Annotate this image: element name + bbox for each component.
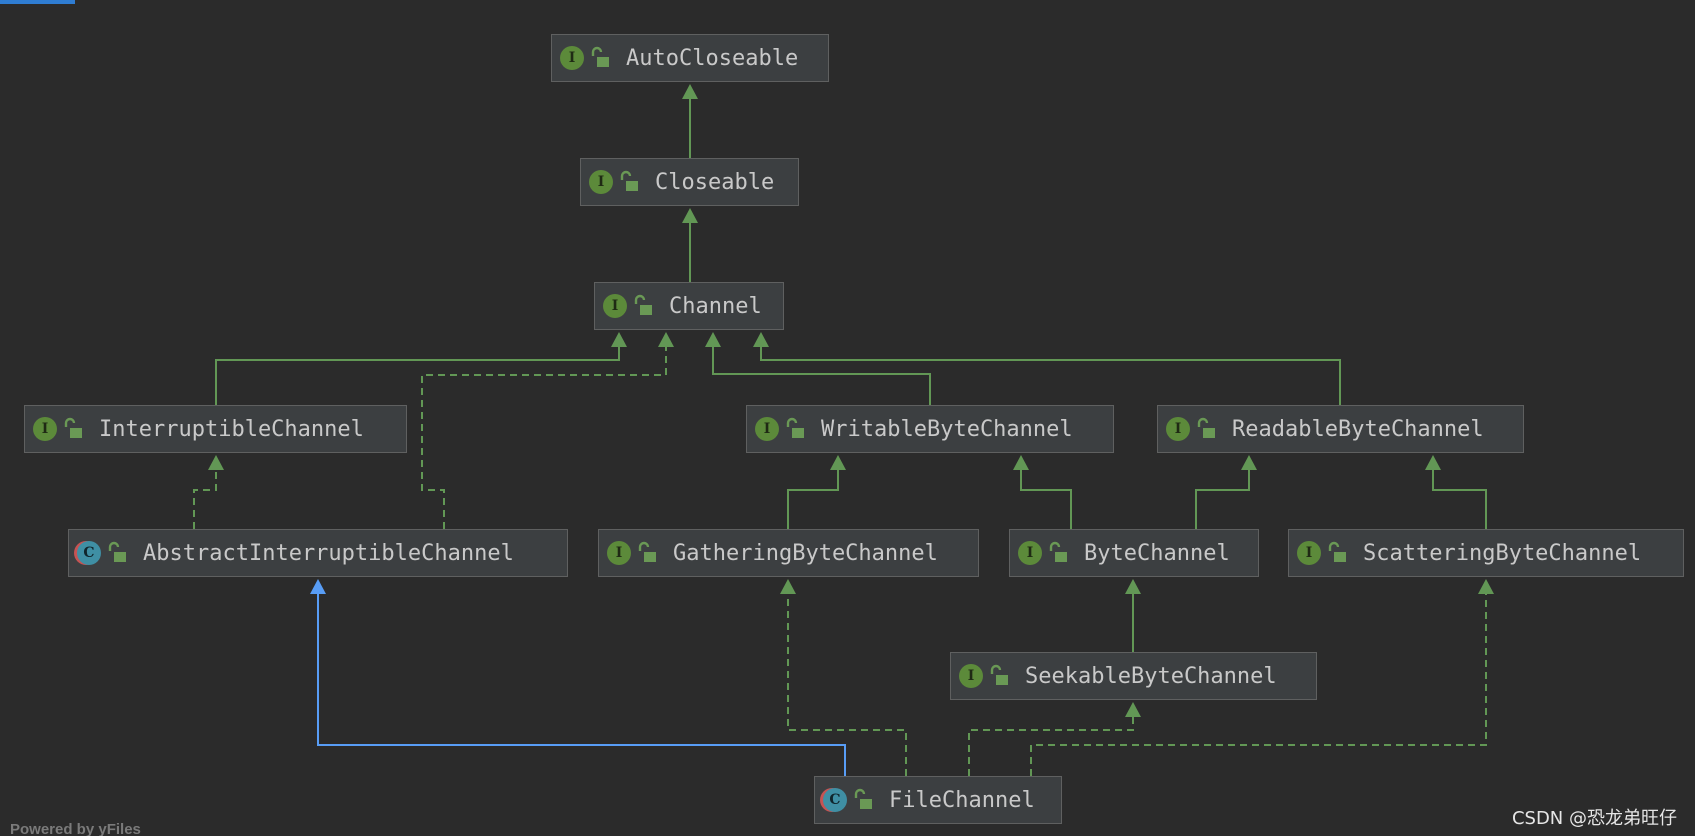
edge-line [1432, 469, 1487, 529]
csdn-watermark: CSDN @恐龙弟旺仔 [1511, 808, 1677, 829]
unlocked-padlock-icon [1049, 541, 1067, 562]
edge-line [1030, 593, 1487, 776]
edge-seekablebytechannel-to-bytechannel [1125, 579, 1141, 652]
unlocked-padlock-icon [990, 664, 1008, 685]
interface-icon: I [607, 541, 631, 565]
edge-arrowhead [611, 332, 627, 347]
edge-readablebytechannel-to-channel [753, 332, 1341, 405]
edge-line [421, 346, 667, 529]
unlocked-padlock-icon [64, 417, 82, 438]
edge-filechannel-to-gatheringbytechannel [780, 579, 907, 776]
edge-arrowhead [1125, 579, 1141, 594]
unlocked-padlock-icon [108, 541, 126, 562]
powered-by-text: Powered by yFiles [10, 821, 141, 836]
edge-arrowhead [1425, 455, 1441, 470]
edge-filechannel-to-scatteringbytechannel [1030, 579, 1494, 776]
node-label: Channel [669, 293, 762, 319]
unlocked-padlock-icon [620, 170, 638, 191]
edge-line [787, 593, 907, 776]
interface-icon: I [1166, 417, 1190, 441]
node-label: FileChannel [889, 787, 1035, 813]
abstract-class-icon: C [823, 788, 847, 812]
node-label: ReadableByteChannel [1232, 416, 1484, 442]
edge-arrowhead [208, 455, 224, 470]
node-gatheringbytechannel[interactable]: I GatheringByteChannel [598, 529, 979, 577]
edge-bytechannel-to-readablebytechannel [1195, 455, 1257, 529]
node-closeable[interactable]: I Closeable [580, 158, 799, 206]
node-readablebytechannel[interactable]: I ReadableByteChannel [1157, 405, 1524, 453]
edge-line [215, 346, 620, 405]
unlocked-padlock-icon [786, 417, 804, 438]
edge-closeable-to-autocloseable [682, 84, 698, 158]
node-label: SeekableByteChannel [1025, 663, 1277, 689]
edge-abstractinterruptiblechannel-to-channel [421, 332, 674, 529]
edge-arrowhead [310, 579, 326, 594]
edge-filechannel-to-seekablebytechannel [968, 702, 1141, 776]
node-label: GatheringByteChannel [673, 540, 938, 566]
node-autocloseable[interactable]: I AutoCloseable [551, 34, 829, 82]
node-label: WritableByteChannel [821, 416, 1073, 442]
edge-line [1195, 469, 1250, 529]
edge-arrowhead [682, 208, 698, 223]
interface-icon: I [603, 294, 627, 318]
top-accent-bar [0, 0, 75, 4]
edge-arrowhead [1013, 455, 1029, 470]
unlocked-padlock-icon [638, 541, 656, 562]
interface-icon: I [755, 417, 779, 441]
edge-arrowhead [682, 84, 698, 99]
edge-filechannel-to-abstractinterruptiblechannel [310, 579, 846, 776]
node-writablebytechannel[interactable]: I WritableByteChannel [746, 405, 1114, 453]
node-interruptiblechannel[interactable]: I InterruptibleChannel [24, 405, 407, 453]
node-label: ScatteringByteChannel [1363, 540, 1642, 566]
edge-arrowhead [780, 579, 796, 594]
interface-icon: I [959, 664, 983, 688]
node-label: Closeable [655, 169, 775, 195]
unlocked-padlock-icon [591, 46, 609, 67]
edge-line [317, 593, 846, 776]
edge-bytechannel-to-writablebytechannel [1013, 455, 1072, 529]
interface-icon: I [33, 417, 57, 441]
edge-arrowhead [705, 332, 721, 347]
edge-line [712, 346, 931, 405]
edge-line [760, 346, 1341, 405]
edge-gatheringbytechannel-to-writablebytechannel [787, 455, 846, 529]
interface-icon: I [1297, 541, 1321, 565]
interface-icon: I [1018, 541, 1042, 565]
unlocked-padlock-icon [1328, 541, 1346, 562]
edge-arrowhead [1478, 579, 1494, 594]
edge-line [968, 716, 1134, 776]
unlocked-padlock-icon [1197, 417, 1215, 438]
edge-line [193, 469, 217, 529]
abstract-class-icon: C [77, 541, 101, 565]
edge-arrowhead [1241, 455, 1257, 470]
node-label: AutoCloseable [626, 45, 799, 71]
edge-scatteringbytechannel-to-readablebytechannel [1425, 455, 1487, 529]
edge-line [1020, 469, 1072, 529]
edge-abstractinterruptiblechannel-to-interruptiblechannel [193, 455, 224, 529]
node-abstractinterruptiblechannel[interactable]: C AbstractInterruptibleChannel [68, 529, 568, 577]
node-filechannel[interactable]: C FileChannel [814, 776, 1062, 824]
node-bytechannel[interactable]: I ByteChannel [1009, 529, 1259, 577]
node-seekablebytechannel[interactable]: I SeekableByteChannel [950, 652, 1317, 700]
edge-arrowhead [658, 332, 674, 347]
edge-arrowhead [753, 332, 769, 347]
node-channel[interactable]: I Channel [594, 282, 784, 330]
edge-writablebytechannel-to-channel [705, 332, 931, 405]
interface-icon: I [589, 170, 613, 194]
node-label: AbstractInterruptibleChannel [143, 540, 514, 566]
edge-line [787, 469, 839, 529]
node-label: InterruptibleChannel [99, 416, 364, 442]
node-scatteringbytechannel[interactable]: I ScatteringByteChannel [1288, 529, 1684, 577]
interface-icon: I [560, 46, 584, 70]
edge-arrowhead [1125, 702, 1141, 717]
edge-channel-to-closeable [682, 208, 698, 282]
node-label: ByteChannel [1084, 540, 1230, 566]
edge-arrowhead [830, 455, 846, 470]
unlocked-padlock-icon [854, 788, 872, 809]
edge-interruptiblechannel-to-channel [215, 332, 627, 405]
unlocked-padlock-icon [634, 294, 652, 315]
